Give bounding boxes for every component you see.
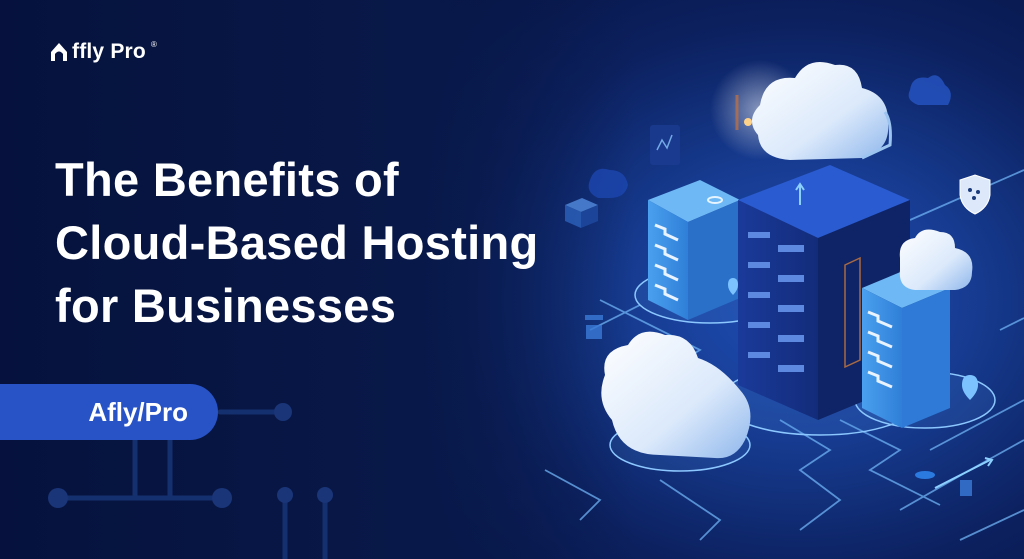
registered-mark: ® bbox=[150, 39, 157, 49]
badge-label: Afly/Pro bbox=[88, 396, 188, 427]
small-panel-icon bbox=[585, 315, 972, 496]
chart-panel-icon bbox=[650, 125, 680, 165]
brand-logo[interactable]: ffly Pro ® bbox=[50, 40, 157, 64]
cloud-icon bbox=[601, 331, 751, 459]
house-arch-icon bbox=[51, 43, 67, 61]
page-title: The Benefits of Cloud-Based Hosting for … bbox=[55, 148, 539, 337]
arrow-icon bbox=[795, 182, 994, 489]
cloud-icon bbox=[751, 61, 892, 160]
cloud-hosting-illustration bbox=[544, 60, 1024, 541]
brand-badge[interactable]: Afly/Pro bbox=[0, 384, 218, 440]
title-line-3: for Businesses bbox=[55, 279, 397, 332]
server-tower-icon bbox=[862, 268, 950, 428]
title-line-1: The Benefits of bbox=[55, 153, 399, 206]
server-tower-icon bbox=[648, 180, 740, 320]
circuit-decoration bbox=[48, 403, 333, 559]
title-line-2: Cloud-Based Hosting bbox=[55, 216, 539, 269]
box-icon bbox=[565, 198, 598, 228]
shield-icon bbox=[959, 174, 991, 215]
cloud-icon bbox=[899, 229, 973, 290]
location-pin-icon bbox=[728, 278, 978, 400]
spark-icon bbox=[744, 118, 752, 126]
logo-text: ffly Pro bbox=[72, 40, 146, 63]
cloud-icon bbox=[588, 75, 951, 198]
